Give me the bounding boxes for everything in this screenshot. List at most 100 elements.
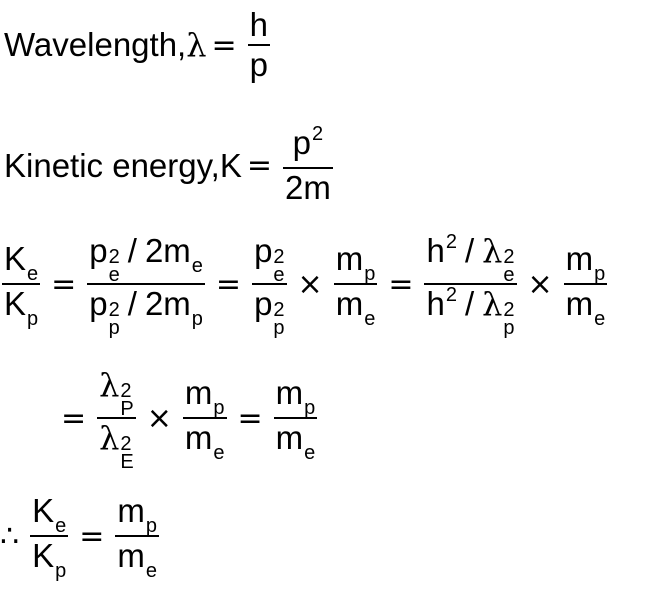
- subscript-p: p: [27, 308, 39, 330]
- equals-sign: =: [215, 266, 242, 302]
- subscript-p: p: [108, 317, 120, 339]
- times-sign: ×: [146, 400, 172, 436]
- fraction-bar: [424, 283, 517, 285]
- subscript-p: p: [594, 263, 606, 285]
- subscript-P: P: [120, 398, 134, 420]
- symbol-m: m: [275, 374, 304, 411]
- subscript-E: E: [120, 451, 134, 473]
- subscript-p: p: [55, 560, 67, 582]
- superscript-2: 2: [312, 123, 324, 145]
- symbol-K: K: [4, 285, 27, 322]
- wavelength-label: Wavelength,: [4, 26, 187, 63]
- fraction-h-over-p: h p: [247, 6, 270, 84]
- symbol-m: m: [163, 285, 191, 322]
- superscript-2: 2: [120, 433, 132, 455]
- lambda-symbol: λ: [99, 366, 120, 404]
- fraction-bar: [252, 283, 287, 285]
- times-sign: ×: [527, 266, 553, 302]
- equals-sign: =: [237, 400, 263, 436]
- slash: /: [464, 232, 475, 269]
- symbol-m: m: [335, 285, 364, 322]
- fraction-bar: [97, 417, 136, 419]
- symbol-m: m: [565, 240, 594, 277]
- times-sign: ×: [297, 266, 323, 302]
- fraction-bar: [87, 283, 205, 285]
- equation-wavelength: Wavelength, λ = h p: [4, 6, 276, 84]
- superscript-2: 2: [445, 284, 457, 306]
- symbol-m: m: [184, 419, 213, 456]
- numerator-h: h: [249, 6, 268, 43]
- subscript-p: p: [145, 515, 157, 537]
- denominator-2m: 2m: [285, 169, 331, 206]
- subscript-e: e: [503, 264, 515, 286]
- therefore-icon: ∴: [0, 518, 20, 554]
- digit-2: 2: [144, 285, 164, 322]
- superscript-2: 2: [108, 299, 120, 321]
- slash: /: [127, 232, 137, 269]
- symbol-p: p: [254, 232, 273, 269]
- subscript-p: p: [213, 397, 225, 419]
- subscript-e: e: [594, 308, 606, 330]
- symbol-m: m: [117, 537, 145, 574]
- fraction-bar: [283, 167, 333, 169]
- symbol-p: p: [254, 285, 273, 322]
- superscript-2: 2: [108, 246, 120, 268]
- slash: /: [464, 285, 475, 322]
- numerator-p: p: [292, 124, 312, 161]
- symbol-m: m: [335, 240, 364, 277]
- subscript-e: e: [145, 560, 157, 582]
- symbol-K: K: [32, 537, 55, 574]
- lambda-symbol: λ: [99, 419, 120, 457]
- subscript-e: e: [304, 442, 316, 464]
- superscript-2: 2: [273, 246, 285, 268]
- fraction-bar: [30, 535, 69, 537]
- subscript-p: p: [273, 317, 285, 339]
- fraction-bar: [247, 44, 270, 46]
- fraction-bar: [2, 283, 41, 285]
- symbol-m: m: [184, 374, 213, 411]
- symbol-K: K: [32, 492, 55, 529]
- subscript-e: e: [191, 255, 203, 277]
- symbol-p: p: [89, 285, 108, 322]
- digit-2: 2: [144, 232, 164, 269]
- fraction-bar: [273, 417, 318, 419]
- slash: /: [127, 285, 137, 322]
- symbol-m: m: [275, 419, 304, 456]
- symbol-h: h: [426, 285, 445, 322]
- subscript-p: p: [304, 397, 316, 419]
- subscript-e: e: [55, 515, 67, 537]
- subscript-e: e: [364, 308, 376, 330]
- equals-sign: =: [211, 27, 237, 63]
- fraction-bar: [563, 283, 608, 285]
- subscript-p: p: [191, 308, 203, 330]
- superscript-2: 2: [503, 299, 515, 321]
- lambda-symbol: λ: [186, 26, 207, 64]
- fraction-bar: [115, 535, 159, 537]
- symbol-h: h: [426, 232, 445, 269]
- subscript-p: p: [364, 263, 376, 285]
- superscript-2: 2: [273, 299, 285, 321]
- symbol-K: K: [4, 240, 27, 277]
- subscript-e: e: [273, 264, 285, 286]
- subscript-p: p: [503, 317, 515, 339]
- symbol-m: m: [117, 492, 145, 529]
- fraction-bar: [333, 283, 378, 285]
- superscript-2: 2: [120, 380, 132, 402]
- symbol-m: m: [163, 232, 191, 269]
- subscript-e: e: [213, 442, 225, 464]
- lambda-symbol: λ: [482, 285, 503, 323]
